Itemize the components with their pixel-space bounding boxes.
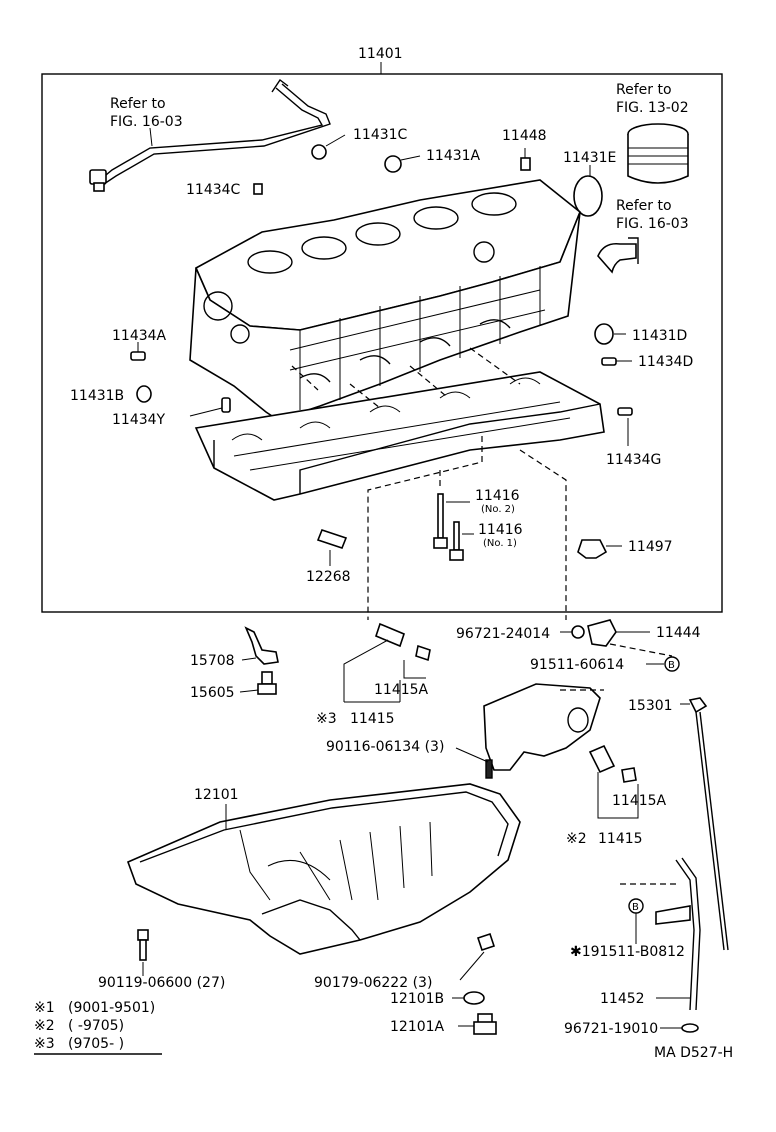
ref-fig-1603-a-line1: Refer to xyxy=(110,96,166,112)
part-11448-shape xyxy=(520,157,531,171)
part-90119-06600: 90119-06600 (27) xyxy=(98,975,225,991)
bolt-11416-no1-drawing xyxy=(449,521,464,561)
diagram-code: MA D527-H xyxy=(654,1045,733,1061)
dipstick-drawing xyxy=(688,697,729,951)
gasket-12101B-shape xyxy=(463,991,485,1005)
part-15605-shape xyxy=(257,671,277,695)
part-11444-shape xyxy=(587,619,617,647)
part-11431E: 11431E xyxy=(563,150,616,166)
part-11434A: 11434A xyxy=(112,328,167,344)
part-11415A-top: 11415A xyxy=(374,682,429,698)
part-12268: 12268 xyxy=(306,569,351,585)
part-11434D: 11434D xyxy=(638,354,693,370)
stud-90116-06134-shape xyxy=(485,759,493,779)
bolt-90119-06600-drawing xyxy=(137,929,149,961)
part-11416-no1-note: (No. 1) xyxy=(483,538,517,549)
gasket-96721-24014-shape xyxy=(571,625,585,639)
ref-fig-1603-b-line2: FIG. 16-03 xyxy=(616,216,689,232)
part-11448: 11448 xyxy=(502,128,547,144)
ref-fig-1603-a-line2: FIG. 16-03 xyxy=(110,114,183,130)
legend-mark-2: ※2 xyxy=(34,1018,55,1034)
legend-text-1: (9001-9501) xyxy=(68,1000,155,1016)
cylinder-block-drawing xyxy=(189,179,581,421)
part-11444: 11444 xyxy=(656,625,701,641)
jet-11415-3-drawing xyxy=(343,622,431,703)
oil-strainer-drawing xyxy=(483,683,604,771)
nut-90179-06222-shape xyxy=(476,932,496,952)
part-11431B: 11431B xyxy=(70,388,124,404)
pin-11434D-shape xyxy=(601,357,617,366)
gasket-96721-19010-shape xyxy=(681,1023,699,1033)
pin-11434G-shape xyxy=(617,407,633,416)
part-15708: 15708 xyxy=(190,653,235,669)
part-11416-no2: 11416 xyxy=(475,488,520,504)
plug-11431C-shape xyxy=(311,144,327,160)
plug-11431A-shape xyxy=(384,155,402,173)
part-15708-shape xyxy=(244,626,279,665)
legend: ※1 (9001-9501) ※2 ( -9705) ※3 (9705- ) xyxy=(34,1000,162,1055)
piston-drawing xyxy=(627,123,689,184)
drain-plug-12101A-drawing xyxy=(473,1013,497,1035)
part-11415-2-mark: ※2 xyxy=(566,831,587,847)
oil-pan-drawing xyxy=(126,783,521,955)
assembly-label: 11401 xyxy=(358,46,403,62)
legend-mark-3: ※3 xyxy=(34,1036,55,1052)
assembly-frame xyxy=(41,73,723,613)
jet-11415-2-drawing xyxy=(588,744,639,819)
part-91511-60614: 91511-60614 xyxy=(530,657,624,673)
legend-text-3: (9705- ) xyxy=(68,1036,124,1052)
part-96721-24014: 96721-24014 xyxy=(456,626,550,642)
elbow-fitting-drawing xyxy=(597,237,639,274)
part-12101B: 12101B xyxy=(390,991,444,1007)
pin-11434Y-shape xyxy=(221,397,231,413)
bolt-11416-no2-drawing xyxy=(433,493,448,549)
part-12268-shape xyxy=(316,529,348,549)
part-11431D: 11431D xyxy=(632,328,687,344)
legend-text-2: ( -9705) xyxy=(68,1018,124,1034)
part-11452: 11452 xyxy=(600,991,645,1007)
part-11416-no2-note: (No. 2) xyxy=(481,504,515,515)
circle-b-top: B xyxy=(668,660,675,671)
part-11415A-mid: 11415A xyxy=(612,793,667,809)
plug-11431D-shape xyxy=(594,323,614,345)
part-191511-b0812: ✱191511-B0812 xyxy=(570,944,685,960)
circle-b-bottom: B xyxy=(632,902,639,913)
part-11415-3: 11415 xyxy=(350,711,395,727)
part-12101A: 12101A xyxy=(390,1019,445,1035)
part-90179-06222: 90179-06222 (3) xyxy=(314,975,432,991)
part-11431A: 11431A xyxy=(426,148,481,164)
plug-11431B-shape xyxy=(136,385,152,403)
part-15605: 15605 xyxy=(190,685,235,701)
part-96721-19010: 96721-19010 xyxy=(564,1021,658,1037)
legend-mark-1: ※1 xyxy=(34,1000,55,1016)
part-11416-no1: 11416 xyxy=(478,522,523,538)
pin-11434C-shape xyxy=(253,183,263,195)
plug-11431E-shape xyxy=(573,175,603,217)
part-11431C: 11431C xyxy=(353,127,408,143)
pin-11434A-shape xyxy=(130,351,146,361)
part-11497-shape xyxy=(577,539,608,559)
part-15301: 15301 xyxy=(628,698,673,714)
part-12101: 12101 xyxy=(194,787,239,803)
ref-fig-1302-line2: FIG. 13-02 xyxy=(616,100,689,116)
part-11434C: 11434C xyxy=(186,182,241,198)
part-11415-2: 11415 xyxy=(598,831,643,847)
part-90116-06134: 90116-06134 (3) xyxy=(326,739,444,755)
ref-fig-1302-line1: Refer to xyxy=(616,82,672,98)
ref-fig-1603-b-line1: Refer to xyxy=(616,198,672,214)
oil-pipe-drawing xyxy=(89,78,331,192)
part-11497: 11497 xyxy=(628,539,673,555)
part-11434G: 11434G xyxy=(606,452,661,468)
dipstick-guide-drawing xyxy=(620,857,701,1011)
part-11434Y: 11434Y xyxy=(112,412,166,428)
part-11415-3-mark: ※3 xyxy=(316,711,337,727)
lower-crankcase-drawing xyxy=(194,371,605,501)
